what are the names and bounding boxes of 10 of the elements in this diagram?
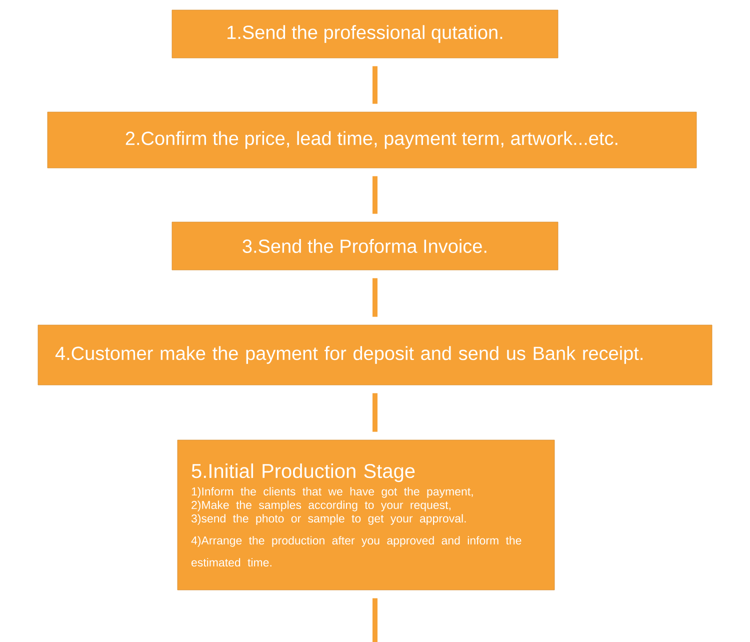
process-box: 1.Send the professional qutation. [172,10,558,58]
process-box: 2.Confirm the price, lead time, payment term, artwork...etc. [47,112,697,168]
process-box: 4.Customer make the payment for deposit and send us Bank receipt. [38,324,712,386]
connector-line [372,278,378,317]
connector-line [372,176,378,214]
process-box: 3.Send the Proforma Invoice. [172,222,558,270]
connector-line [372,598,378,642]
connector-line [372,66,378,104]
connector-line [372,393,378,432]
process-box: 5.Initial Production Stage 1)Inform the clients that we have got the payment, 2)Make the samples according to your request, 3)send the photo or sample to get your approval. 4)Arrange the production after you approved and inform the estimated time. [177,440,555,590]
